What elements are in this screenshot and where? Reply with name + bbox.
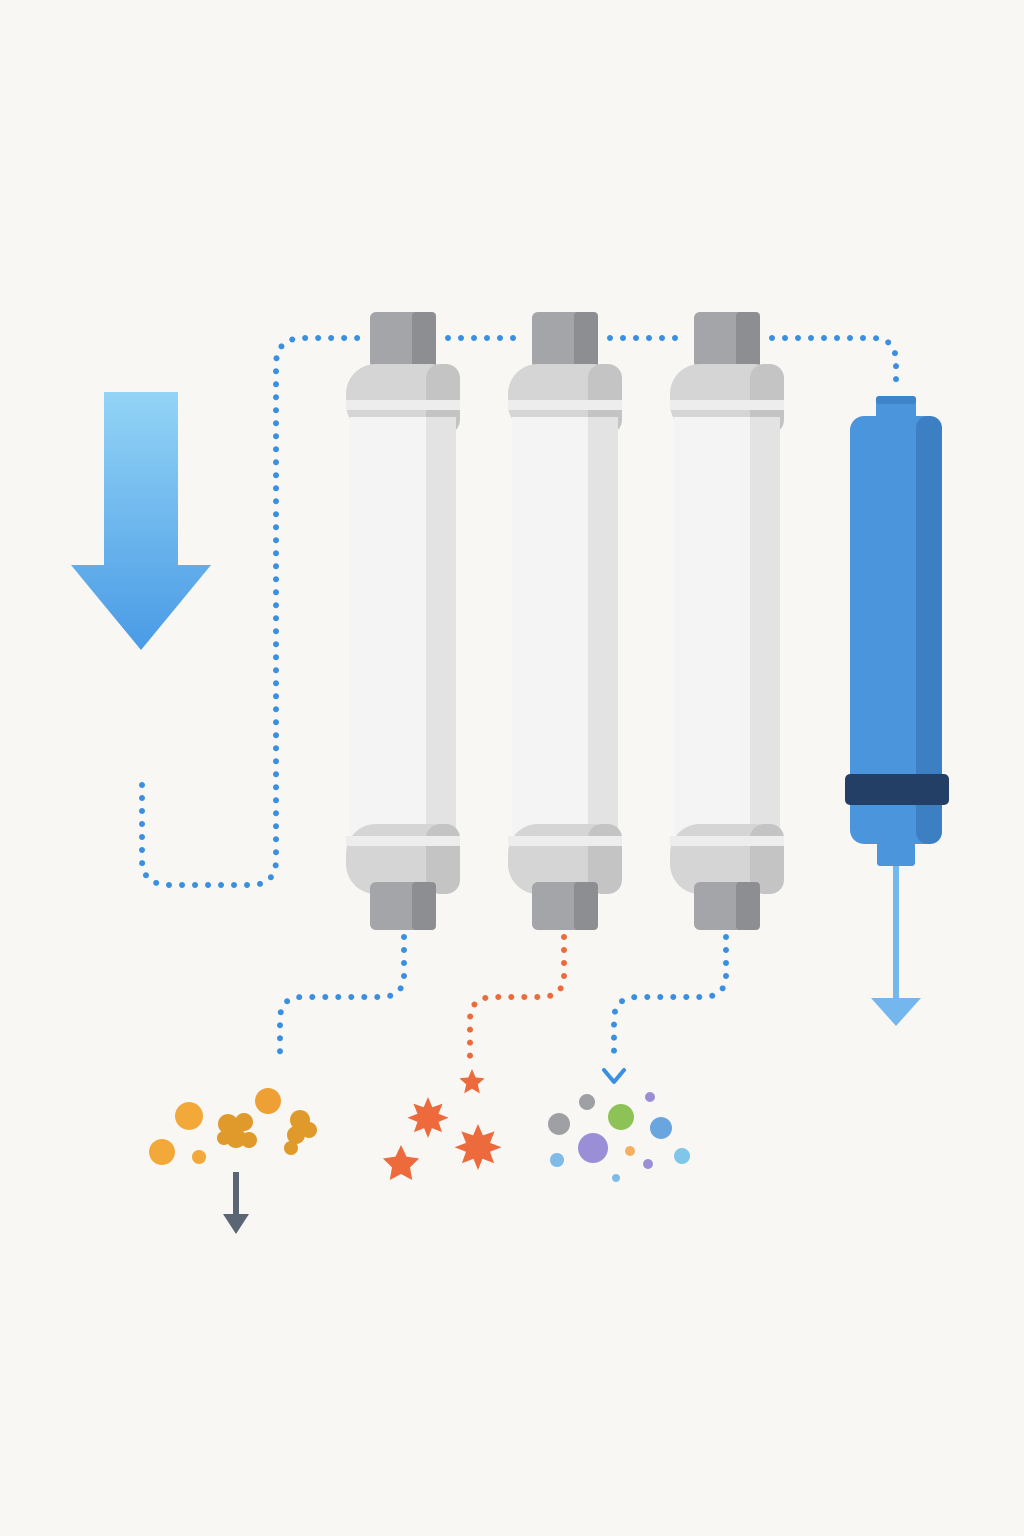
filter-cartridge-3 bbox=[670, 312, 784, 930]
connector-flow-line bbox=[769, 335, 899, 395]
filter-cartridge-2 bbox=[508, 312, 622, 930]
mixed-particles-icon bbox=[548, 1092, 690, 1182]
input-arrow-icon bbox=[71, 392, 211, 650]
filter-cartridge-1 bbox=[346, 312, 460, 930]
drain-flow-line-3 bbox=[611, 934, 729, 1063]
drain-arrowhead-icon bbox=[602, 1068, 626, 1084]
inline-filter-icon bbox=[845, 396, 949, 866]
outlet-arrow-icon bbox=[871, 866, 921, 1026]
feed-flow-line bbox=[139, 335, 363, 888]
drain-flow-line-1 bbox=[277, 934, 407, 1065]
chemical-particles-icon bbox=[382, 1069, 502, 1180]
discard-arrow-icon bbox=[223, 1172, 249, 1234]
drain-flow-line-2 bbox=[467, 934, 567, 1065]
sediment-particles-icon bbox=[149, 1088, 317, 1165]
